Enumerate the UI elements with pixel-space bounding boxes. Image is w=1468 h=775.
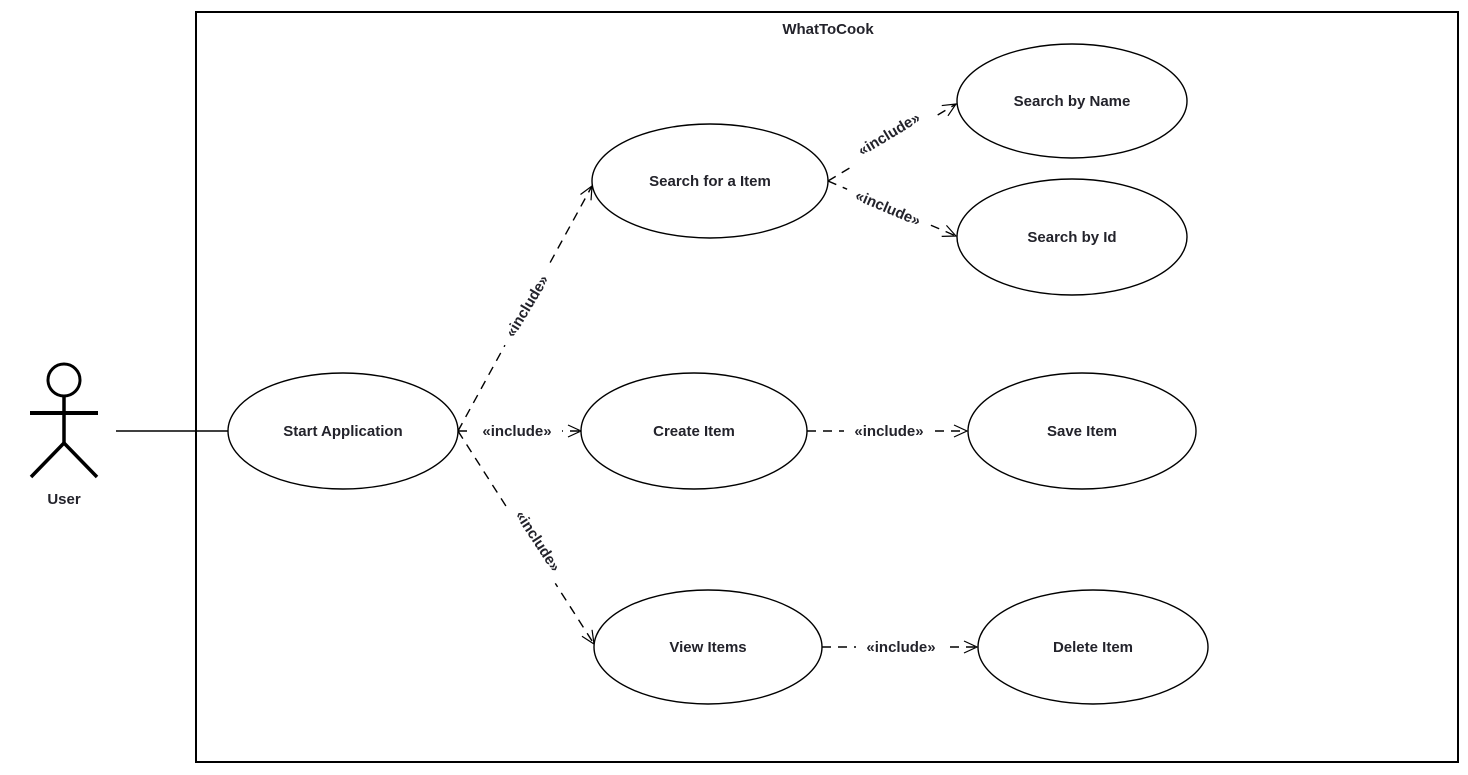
use-case-create-item: Create Item: [580, 372, 808, 490]
edge-search-for-item-search-by-name: [827, 103, 958, 182]
use-case-start-application: Start Application: [227, 372, 459, 490]
use-case-label: Create Item: [653, 423, 735, 440]
use-case-ellipse: [580, 372, 808, 490]
use-case-save-item: Save Item: [967, 372, 1197, 490]
use-case-ellipse: [227, 372, 459, 490]
include-label-group: «include»: [472, 421, 562, 441]
use-case-ellipse: [956, 43, 1188, 159]
use-case-search-by-id: Search by Id: [956, 178, 1188, 296]
edge-start-application-view-items: [457, 430, 595, 646]
include-label-group: «include»: [845, 102, 933, 166]
include-label-group: «include»: [505, 497, 571, 585]
include-label-group: «include»: [842, 181, 934, 235]
use-case-label: Search by Name: [1014, 93, 1131, 110]
include-label: «include»: [866, 639, 935, 656]
edge-start-application-search-for-item: [457, 184, 593, 432]
actor-user: User: [29, 362, 99, 508]
use-case-label: Save Item: [1047, 423, 1117, 440]
use-case-search-for-item: Search for a Item: [591, 123, 829, 239]
use-case-delete-item: Delete Item: [977, 589, 1209, 705]
include-label: «include»: [482, 423, 551, 440]
use-case-ellipse: [967, 372, 1197, 490]
use-case-search-by-name: Search by Name: [956, 43, 1188, 159]
use-case-label: Search by Id: [1027, 229, 1116, 246]
use-case-ellipse: [977, 589, 1209, 705]
system-boundary: [195, 11, 1459, 763]
include-label: «include»: [854, 423, 923, 440]
system-title: WhatToCook: [782, 21, 874, 38]
use-case-label: Start Application: [283, 423, 402, 440]
actor-label: User: [47, 491, 81, 508]
include-label-group: «include»: [856, 637, 946, 657]
include-label: «include»: [502, 272, 552, 340]
use-case-ellipse: [956, 178, 1188, 296]
include-label: «include»: [512, 508, 564, 575]
include-label: «include»: [855, 109, 923, 159]
use-case-label: View Items: [669, 639, 746, 656]
use-case-ellipse: [591, 123, 829, 239]
use-case-view-items: View Items: [593, 589, 823, 705]
use-case-label: Search for a Item: [649, 173, 771, 190]
user-actor-icon: [29, 362, 99, 479]
include-label-group: «include»: [844, 421, 934, 441]
include-label-group: «include»: [495, 262, 559, 350]
use-case-ellipse: [593, 589, 823, 705]
use-case-label: Delete Item: [1053, 639, 1133, 656]
